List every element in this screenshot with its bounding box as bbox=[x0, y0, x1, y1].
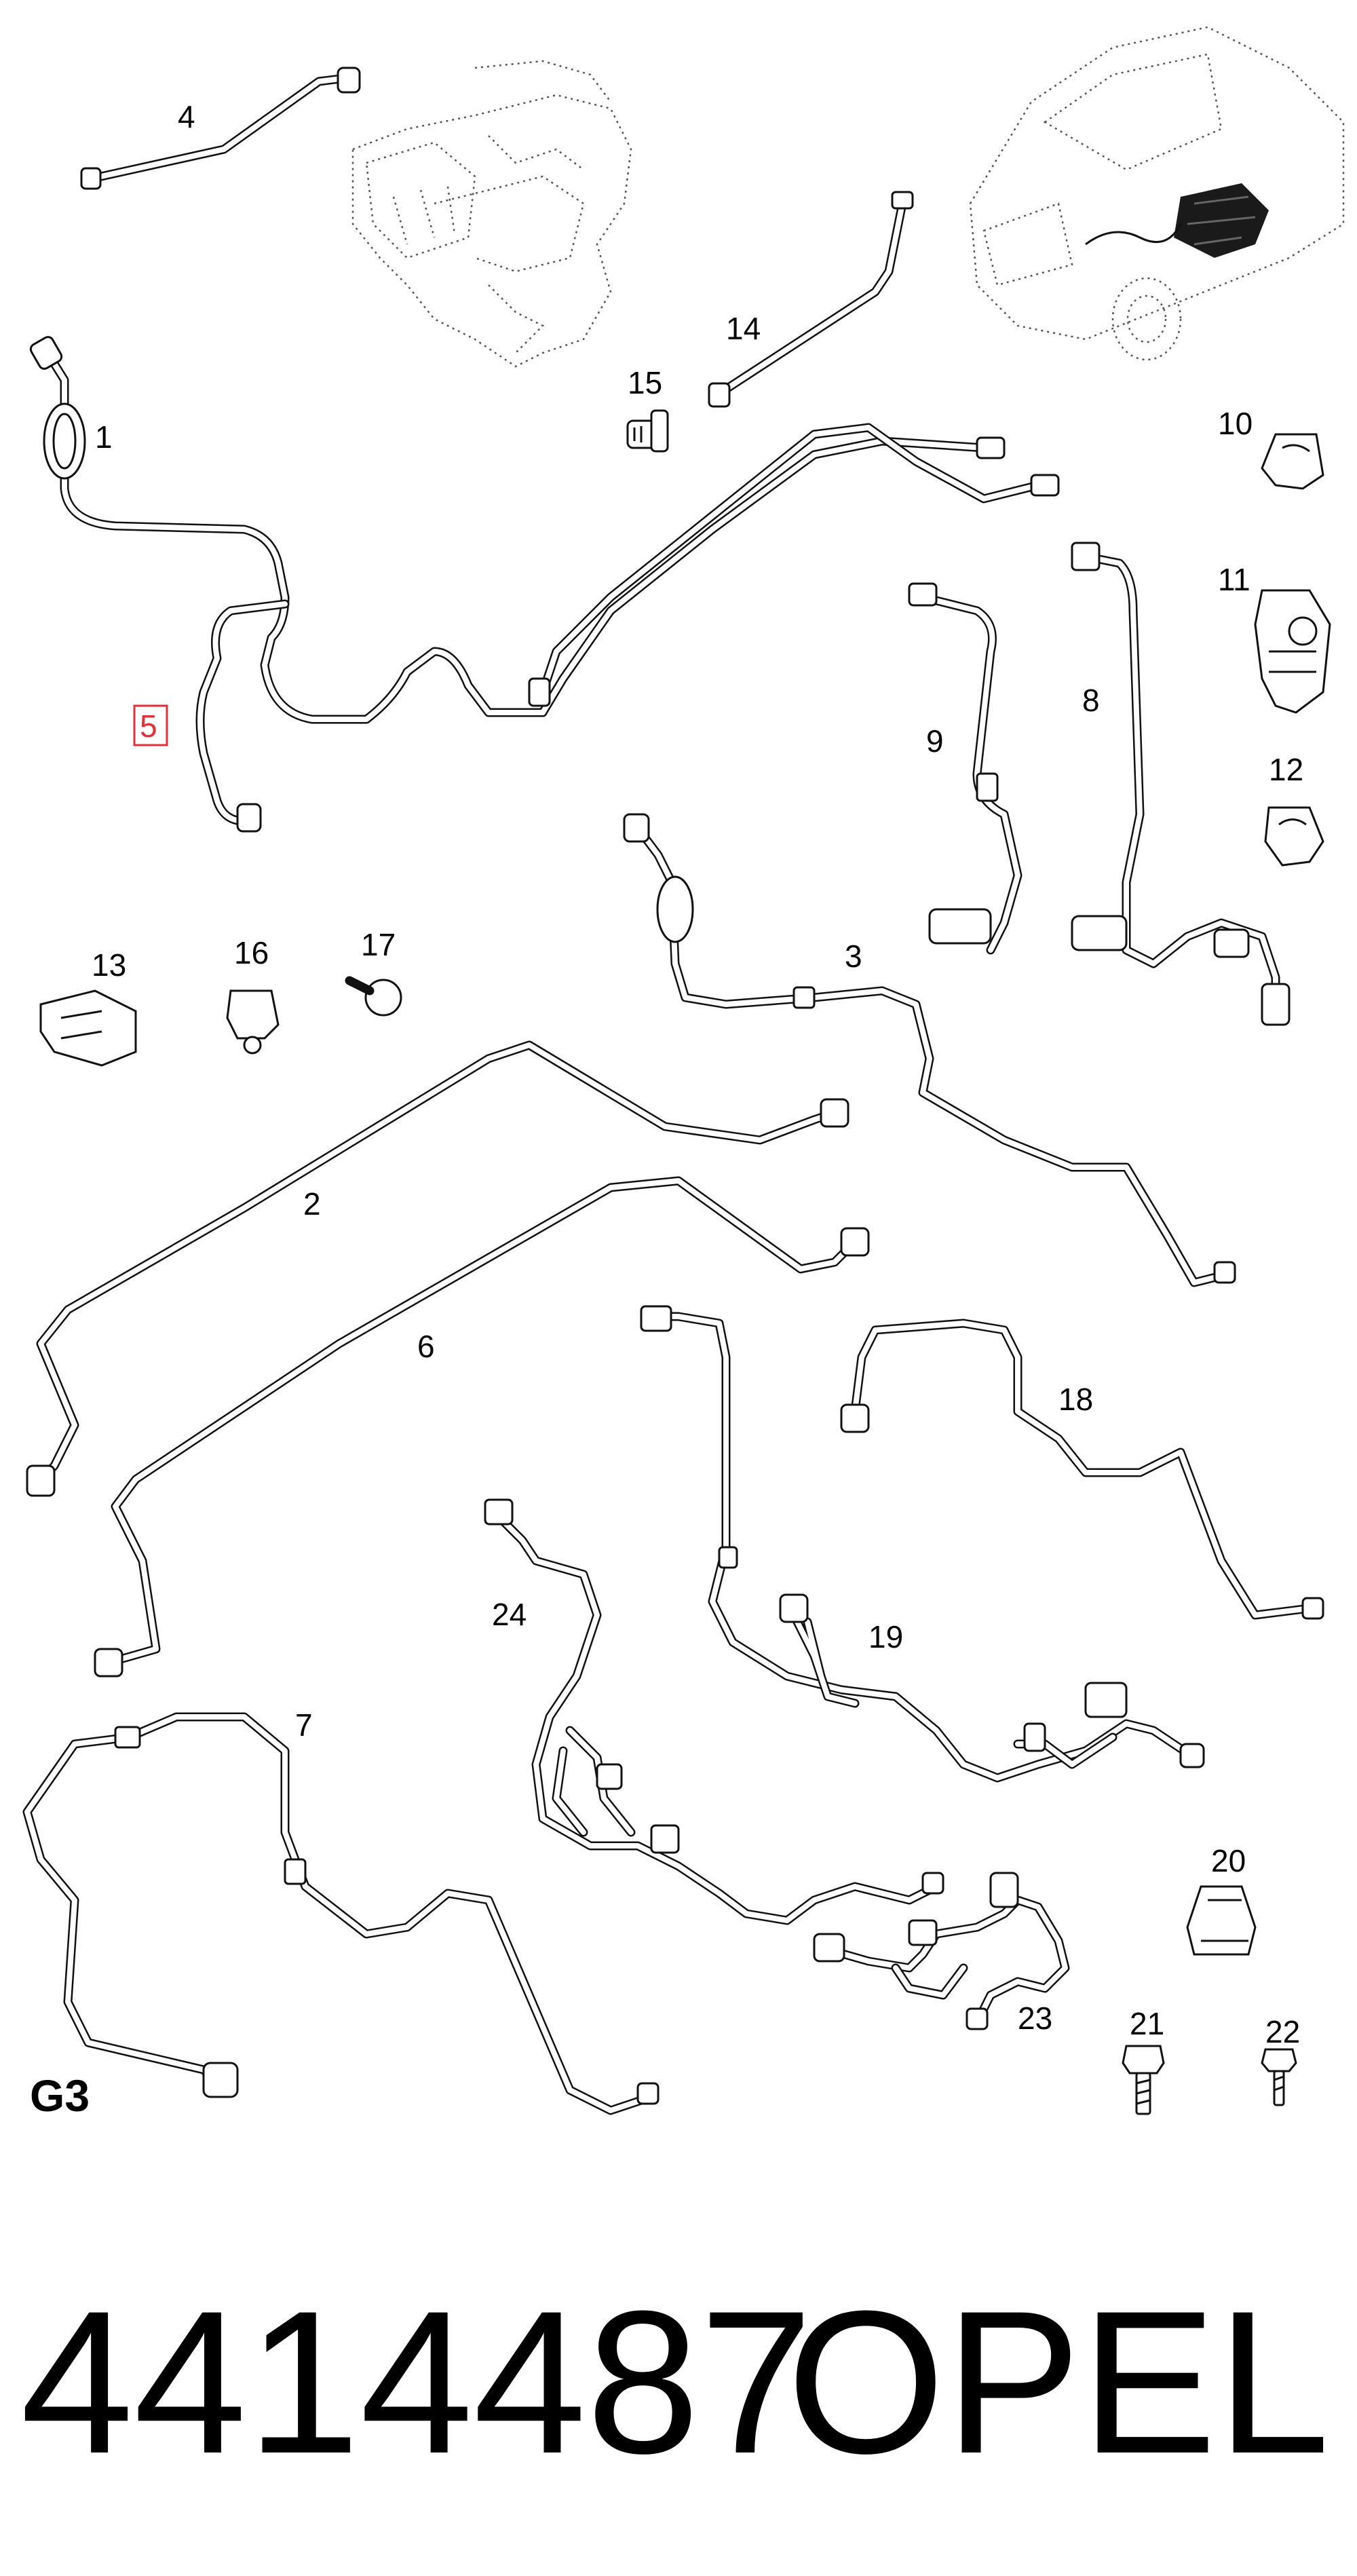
label-part-4[interactable]: 4 bbox=[178, 99, 195, 134]
label-part-11[interactable]: 11 bbox=[1218, 562, 1250, 597]
section-code: G3 bbox=[30, 2070, 90, 2121]
part-12-clip bbox=[1264, 806, 1324, 867]
label-part-20[interactable]: 20 bbox=[1211, 1843, 1246, 1878]
label-part-6[interactable]: 6 bbox=[417, 1329, 435, 1364]
part-3-pipe bbox=[623, 813, 1236, 1287]
label-part-10[interactable]: 10 bbox=[1218, 406, 1253, 441]
label-part-8[interactable]: 8 bbox=[1082, 683, 1100, 718]
label-part-12[interactable]: 12 bbox=[1269, 752, 1303, 787]
label-part-14[interactable]: 14 bbox=[726, 311, 761, 346]
label-part-5-highlight[interactable]: 5 bbox=[133, 704, 168, 746]
part-15-connector bbox=[626, 409, 669, 453]
part-22-bolt bbox=[1261, 2048, 1297, 2106]
part-10-clip bbox=[1261, 433, 1324, 490]
engine-outline bbox=[351, 60, 632, 368]
label-part-2[interactable]: 2 bbox=[303, 1186, 321, 1221]
part-2-pipe bbox=[26, 1040, 849, 1497]
label-part-5: 5 bbox=[140, 708, 157, 744]
part-9-pipe bbox=[908, 582, 1022, 955]
brand-name: OPEL bbox=[786, 2268, 1330, 2496]
part-1-fuel-line bbox=[29, 336, 1060, 724]
part-number: 4414487 bbox=[20, 2268, 813, 2496]
label-part-15[interactable]: 15 bbox=[628, 365, 662, 400]
part-16-clip bbox=[226, 989, 280, 1055]
label-part-9[interactable]: 9 bbox=[926, 723, 944, 759]
part-14-pipe bbox=[708, 191, 914, 408]
part-19-harness bbox=[640, 1305, 1205, 1783]
part-21-bolt bbox=[1122, 2045, 1165, 2115]
label-part-24[interactable]: 24 bbox=[492, 1597, 527, 1632]
part-7-pipe bbox=[22, 1712, 660, 2115]
part-5-hose bbox=[195, 599, 290, 833]
label-part-21[interactable]: 21 bbox=[1130, 2006, 1164, 2041]
label-part-3[interactable]: 3 bbox=[845, 939, 862, 974]
part-20-clip bbox=[1186, 1885, 1257, 1956]
part-13-bracket bbox=[39, 989, 137, 1067]
part-6-pipe bbox=[94, 1176, 870, 1678]
label-part-22[interactable]: 22 bbox=[1265, 2014, 1300, 2049]
label-part-18[interactable]: 18 bbox=[1058, 1382, 1093, 1417]
label-part-1[interactable]: 1 bbox=[95, 419, 113, 455]
part-17-bolt bbox=[345, 976, 402, 1017]
part-4-hose bbox=[80, 67, 361, 190]
label-part-23[interactable]: 23 bbox=[1018, 2001, 1052, 2036]
part-8-pipe bbox=[1071, 542, 1291, 1026]
label-part-17[interactable]: 17 bbox=[361, 927, 396, 962]
vehicle-outline bbox=[969, 26, 1345, 361]
part-11-bracket bbox=[1254, 589, 1331, 714]
part-labels: 4 1 14 15 10 11 12 9 8 5 13 16 17 3 2 6 … bbox=[92, 99, 1303, 2049]
label-part-7[interactable]: 7 bbox=[295, 1707, 313, 1743]
part-23-harness bbox=[813, 1872, 1070, 2030]
part-24-harness bbox=[484, 1498, 944, 1925]
label-part-19[interactable]: 19 bbox=[868, 1619, 903, 1654]
label-part-16[interactable]: 16 bbox=[234, 935, 269, 970]
part-18-pipe bbox=[840, 1319, 1324, 1620]
label-part-13[interactable]: 13 bbox=[92, 947, 126, 983]
